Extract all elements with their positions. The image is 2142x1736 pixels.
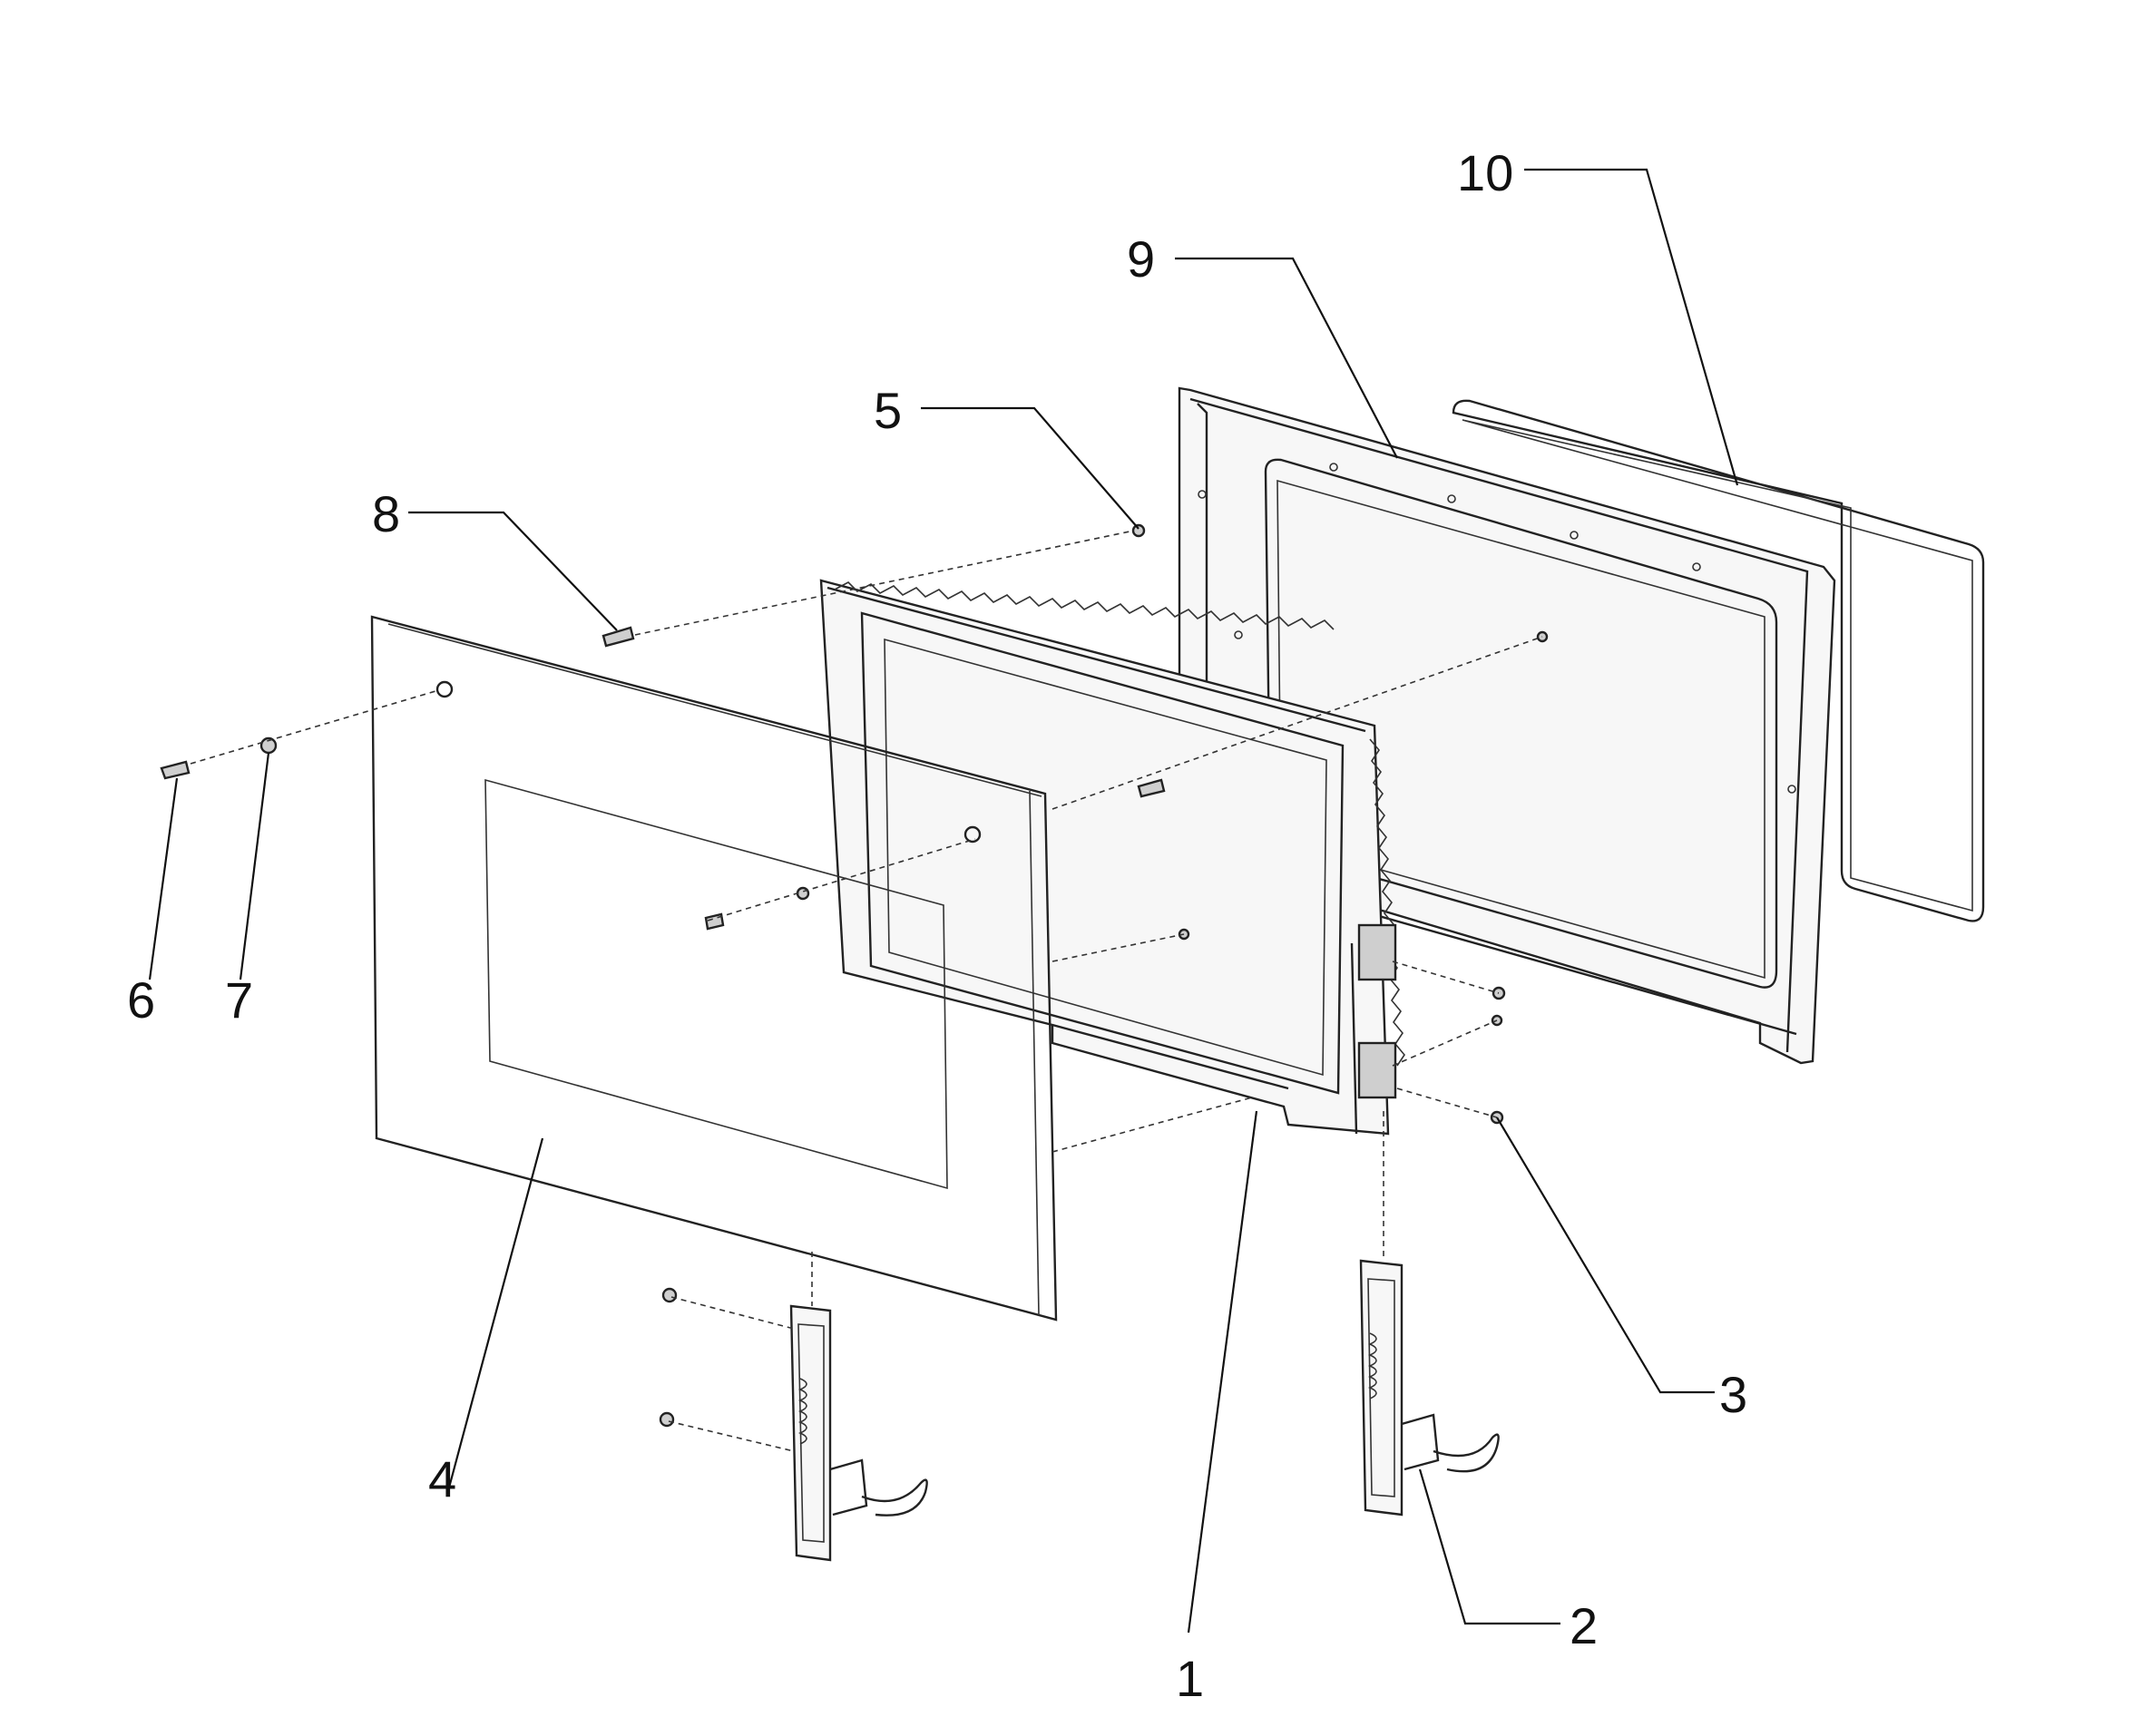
callout-2: 2 — [1570, 1597, 1598, 1654]
callout-6: 6 — [127, 971, 155, 1029]
callout-4: 4 — [428, 1450, 456, 1507]
outer-glass-panel — [370, 615, 1058, 1322]
hinge-right — [1359, 1259, 1500, 1517]
callout-5: 5 — [874, 382, 902, 439]
callout-3: 3 — [1719, 1366, 1747, 1423]
callout-1: 1 — [1176, 1650, 1204, 1707]
callout-8: 8 — [372, 485, 400, 542]
callout-9: 9 — [1127, 230, 1155, 288]
leader-lines — [148, 168, 1739, 1634]
assembly-guide-lines — [190, 530, 1543, 1452]
door-frame-assembly — [819, 579, 1405, 1136]
hinge-left — [789, 1304, 928, 1562]
callout-7: 7 — [225, 971, 253, 1029]
callout-10: 10 — [1457, 144, 1513, 201]
door-gasket — [1452, 399, 1985, 922]
